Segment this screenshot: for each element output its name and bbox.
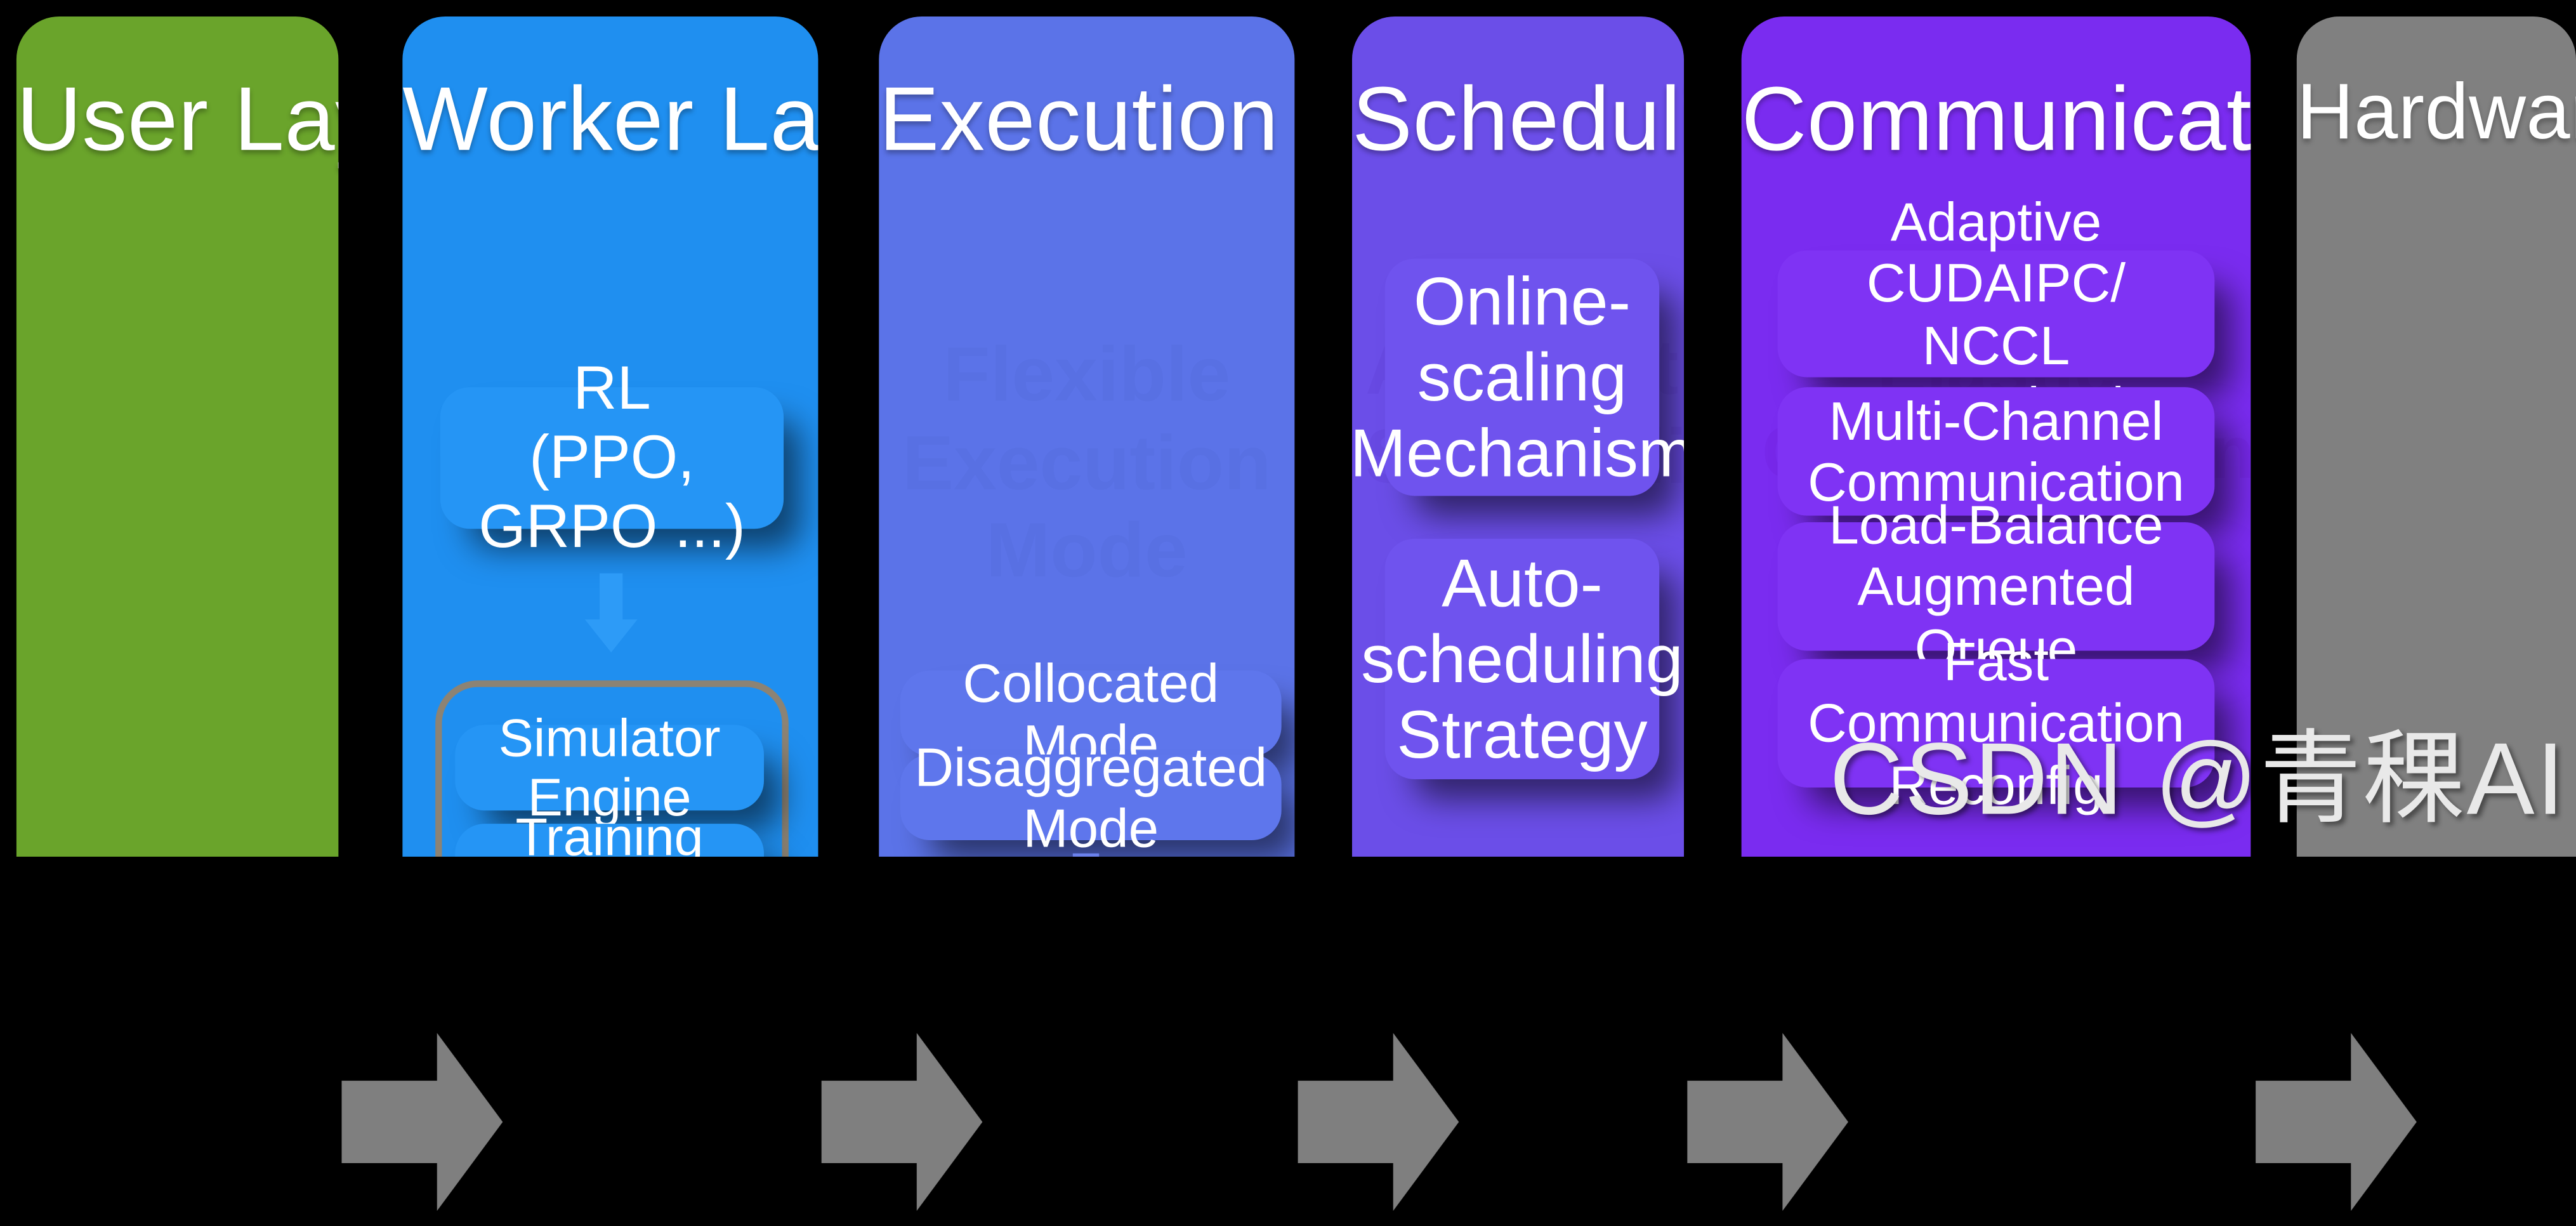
card-load-balance-augmented-queue[interactable]: Load-Balance Augmented Queue xyxy=(1777,494,2215,678)
layer-panel-user[interactable]: User Layer Unified Worker-based Interfac… xyxy=(16,16,339,857)
card-collocated-mode[interactable]: Collocated Mode xyxy=(900,652,1282,774)
layer-title-scheduling: Scheduling Layer xyxy=(1351,67,1684,170)
card-simulator-engine[interactable]: Simulator Engine xyxy=(455,708,765,827)
card-online-scaling-mechanism[interactable]: Online- scaling Mechanism xyxy=(1352,258,1684,496)
layer-ghost-text-execution: Flexible Execution Mode xyxy=(902,329,1272,594)
layer-panel-worker[interactable]: Worker Layer RL (PPO, GRPO ...) Simulato… xyxy=(402,16,818,857)
card-adaptive-cudaipc-nccl-communication[interactable]: Adaptive CUDAIPC/ NCCL Communication xyxy=(1777,191,2215,436)
card-rl[interactable]: RL (PPO, GRPO ...) xyxy=(440,355,784,560)
card-auto-scheduling-strategy[interactable]: Auto- scheduling Strategy xyxy=(1361,538,1683,779)
connector-arrow-worker-to-execution xyxy=(821,1026,983,1217)
card-training-engine[interactable]: Training Engine xyxy=(455,807,765,857)
right-arrow-icon xyxy=(1687,1032,1848,1211)
right-arrow-icon xyxy=(821,1032,983,1211)
right-arrow-icon xyxy=(341,1032,503,1211)
layer-panel-scheduling[interactable]: Scheduling Layer Automatic Scheduling On… xyxy=(1351,16,1685,857)
connector-arrow-scheduling-to-communication xyxy=(1687,1026,1848,1217)
connector-arrow-communication-to-hardware xyxy=(2256,1026,2417,1217)
layer-panel-execution[interactable]: Execution Layer Flexible Execution Mode … xyxy=(879,16,1295,857)
card-multi-channel-communication[interactable]: Multi-Channel Communication xyxy=(1777,387,2215,516)
csdn-watermark: CSDN @青稞AI xyxy=(1829,723,2566,837)
connector-arrow-execution-to-scheduling xyxy=(1298,1026,1459,1217)
layer-title-user: User Layer xyxy=(16,67,338,170)
card-disaggregated-mode[interactable]: Disaggregated Mode xyxy=(900,736,1282,857)
layer-panel-hardware[interactable]: Hardware Layer Cluster (CPU, GPU) xyxy=(2296,16,2576,857)
layer-panel-communication[interactable]: Communication Layer Elastic Comunication… xyxy=(1741,16,2251,857)
layer-title-worker: Worker Layer xyxy=(402,67,818,170)
right-arrow-icon xyxy=(1298,1032,1459,1211)
group-worker-wrapped-components xyxy=(435,680,789,857)
layer-title-execution: Execution Layer xyxy=(879,67,1294,170)
layer-title-hardware: Hardware Layer xyxy=(2296,69,2576,157)
connector-arrow-user-to-worker xyxy=(341,1026,503,1217)
flow-down-arrow-icon-worker xyxy=(584,573,638,661)
right-arrow-icon xyxy=(2256,1032,2417,1211)
card-fast-communication-reconfig[interactable]: Fast Communication Reconfig xyxy=(1777,631,2215,815)
architecture-diagram: User Layer Unified Worker-based Interfac… xyxy=(16,16,2576,1211)
layer-title-communication: Communication Layer xyxy=(1741,67,2251,170)
